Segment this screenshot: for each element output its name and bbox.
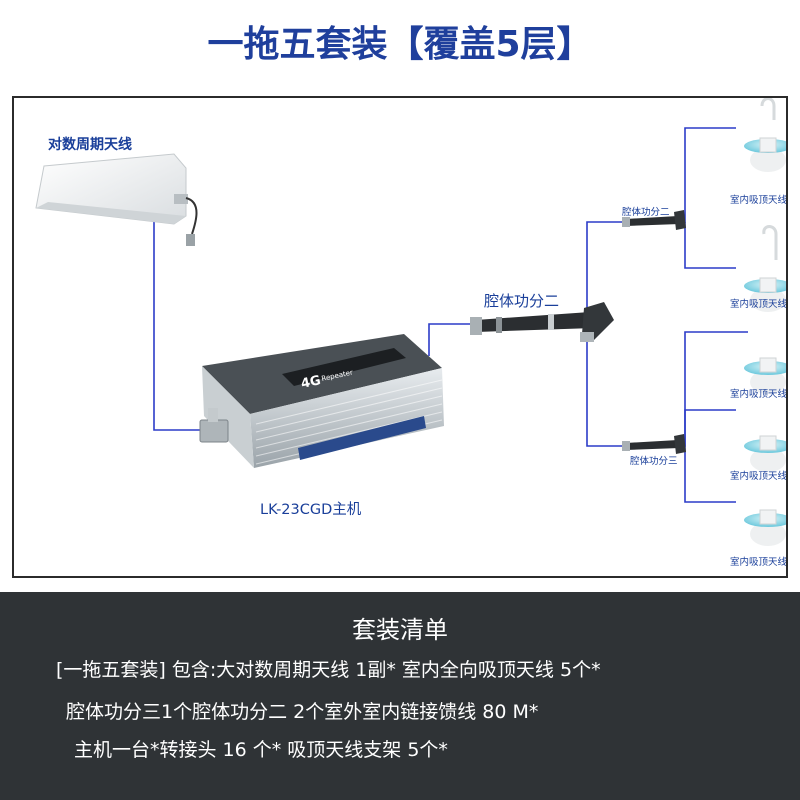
ceiling-antenna-icon <box>744 357 786 394</box>
cable-antenna-to-host <box>153 218 204 431</box>
connection-diagram: 4G Repeater <box>12 96 788 578</box>
outdoor-antenna-label: 对数周期天线 <box>48 137 132 153</box>
ceiling-antenna-icon <box>744 509 786 546</box>
cable-host-to-splitter <box>428 323 474 356</box>
upper-splitter-label: 腔体功分二 <box>622 207 670 218</box>
repeater-host-icon: 4G Repeater <box>199 334 444 468</box>
main-splitter-label: 腔体功分二 <box>484 292 560 310</box>
ceiling-antenna-label: 室内吸顶天线 <box>730 557 788 568</box>
package-list-title: 套装清单 <box>352 616 448 644</box>
ceiling-antenna-icon <box>744 98 786 172</box>
ceiling-antenna-icon <box>744 225 786 312</box>
cable-to-antenna-2 <box>684 222 736 269</box>
cavity-splitter-3-lower-icon <box>622 434 686 454</box>
cavity-splitter-2-upper-icon <box>622 210 686 230</box>
cable-to-antenna-5 <box>684 446 736 503</box>
cable-to-upper-splitter <box>586 221 634 336</box>
ceiling-antenna-label: 室内吸顶天线 <box>730 389 788 400</box>
package-list-panel <box>0 592 800 800</box>
ceiling-antenna-label: 室内吸顶天线 <box>730 195 788 206</box>
package-list-line: 主机一台*转接头 16 个* 吸顶天线支架 5个* <box>74 739 448 761</box>
package-list-line: 腔体功分三1个腔体功分二 2个室外室内链接馈线 80 M* <box>66 701 539 723</box>
page-title: 一拖五套装【覆盖5层】 <box>207 24 593 65</box>
cavity-splitter-2-main-icon <box>470 302 614 342</box>
lower-splitter-label: 腔体功分三 <box>630 456 678 467</box>
package-list-line: [一拖五套装] 包含:大对数周期天线 1副* 室内全向吸顶天线 5个* <box>56 659 601 681</box>
ceiling-antenna-label: 室内吸顶天线 <box>730 299 788 310</box>
cable-to-antenna-4 <box>684 409 736 446</box>
diagram-svg: 4G Repeater <box>35 98 786 546</box>
ceiling-antenna-icon <box>744 435 786 472</box>
cable-to-lower-splitter <box>586 336 634 447</box>
host-label: LK-23CGD主机 <box>260 502 362 518</box>
ceiling-antenna-label: 室内吸顶天线 <box>730 471 788 482</box>
cable-to-antenna-1 <box>680 127 736 223</box>
log-periodic-antenna-icon <box>35 153 198 246</box>
host-badge: 4G <box>300 373 322 392</box>
